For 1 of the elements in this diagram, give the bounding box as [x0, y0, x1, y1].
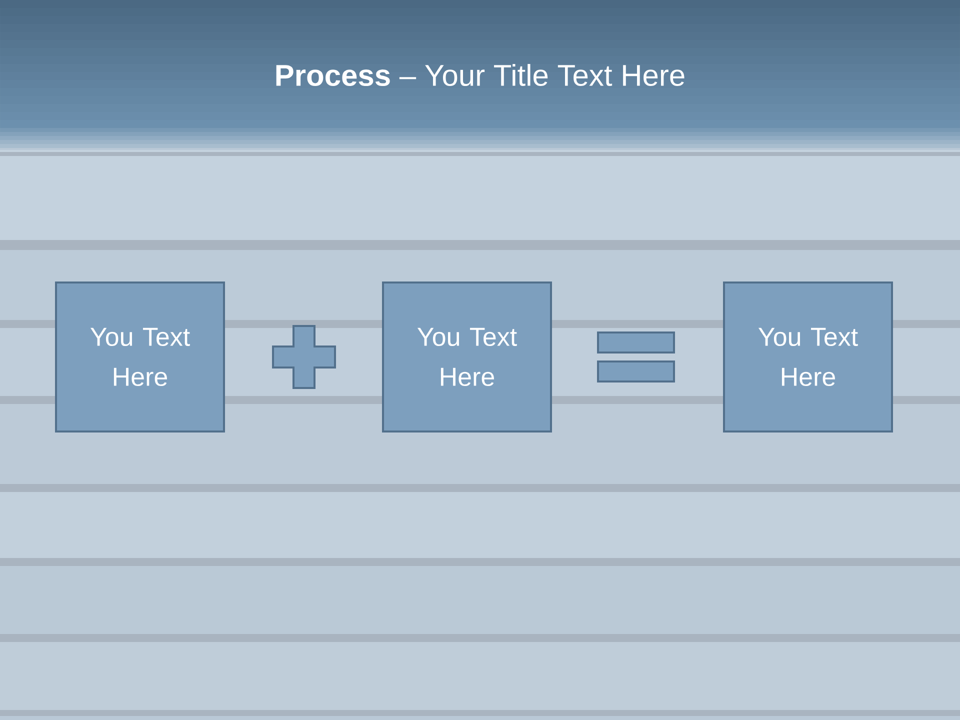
title: Process – Your Title Text Here: [276, 64, 684, 86]
